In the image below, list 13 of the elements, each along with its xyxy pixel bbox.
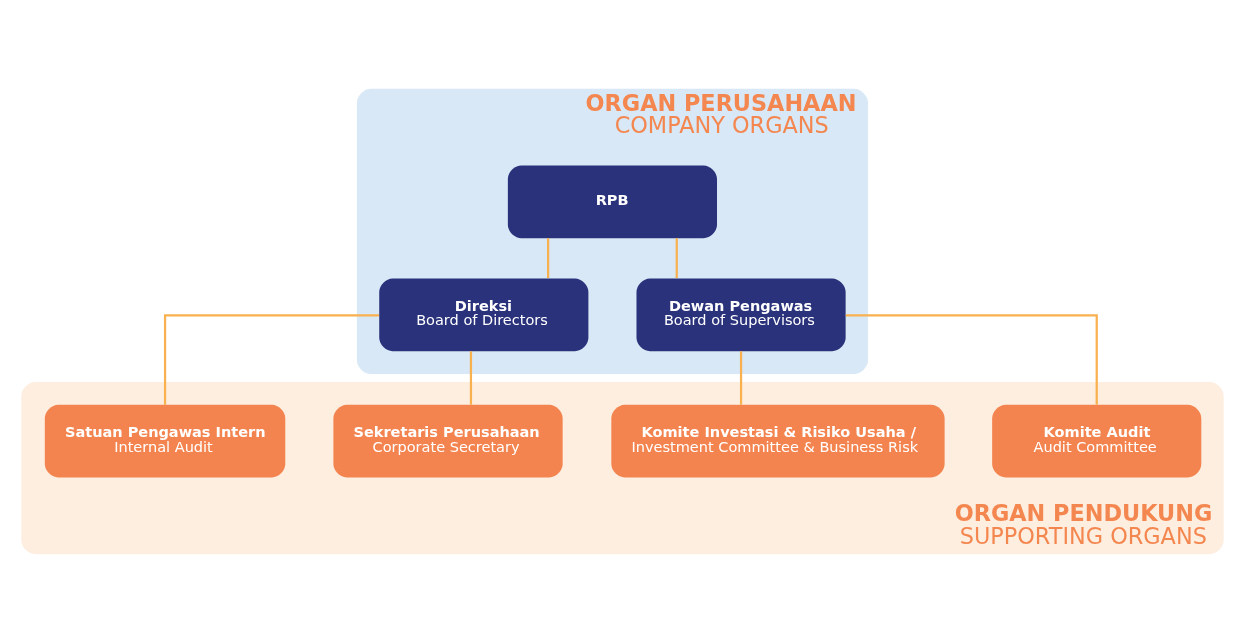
node-box: RPB (507, 165, 717, 239)
node-box: Dewan Pengawas Board of Supervisors (636, 278, 846, 352)
connector (547, 238, 550, 279)
connector (675, 238, 678, 279)
connector (739, 351, 743, 405)
node-box: Direksi Board of Directors (379, 278, 589, 352)
connector (845, 314, 1098, 405)
node-box: Komite Audit Audit Committee (992, 404, 1202, 478)
node-box: Komite Investasi & Risiko Usaha / Investment Committee & Business Risk (611, 404, 945, 478)
node-box: Sekretaris Perusahaan Corporate Secretary (333, 404, 563, 478)
node-box: Satuan Pengawas Intern Internal Audit (44, 404, 286, 478)
connector (469, 351, 473, 405)
connector (163, 314, 379, 405)
